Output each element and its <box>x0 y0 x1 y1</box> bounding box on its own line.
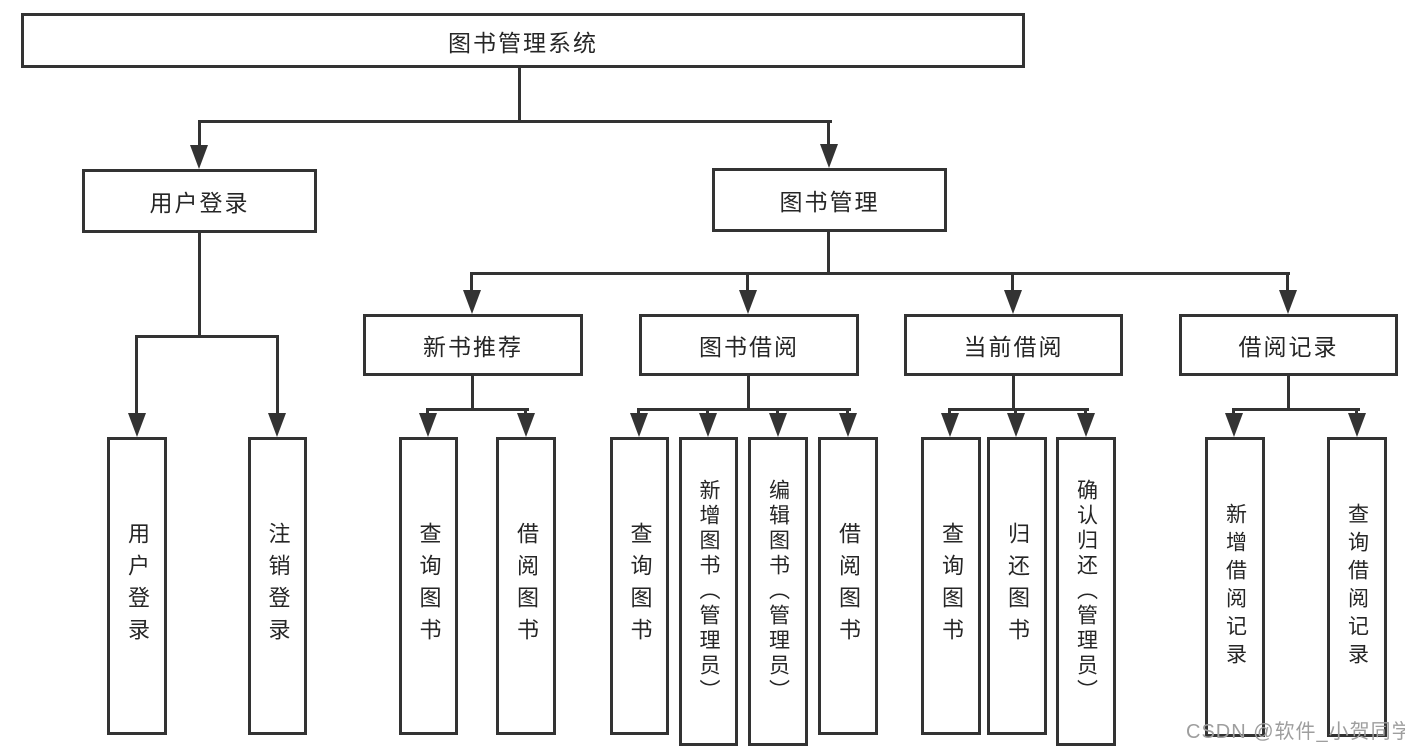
arrowhead-down-icon <box>463 290 481 314</box>
leaf-borrow-book: 借阅图书 <box>818 437 878 735</box>
node-user-login: 用户登录 <box>82 169 317 233</box>
connector-user-login-bar <box>135 335 279 338</box>
leaf-user-login-label: 用户登录 <box>125 522 150 650</box>
arrowhead-down-icon <box>739 290 757 314</box>
leaf-return-book-label: 归还图书 <box>1005 522 1030 650</box>
connector-stem-new-book-recommend <box>470 272 473 294</box>
arrowhead-down-icon <box>839 413 857 437</box>
connector-user-login-stem <box>198 233 201 335</box>
node-borrow-records: 借阅记录 <box>1179 314 1398 376</box>
arrowhead-down-icon <box>630 413 648 437</box>
connector-stem-leaf <box>1084 408 1087 416</box>
leaf-logout: 注销登录 <box>248 437 307 735</box>
node-borrow-records-label: 借阅记录 <box>1238 334 1339 360</box>
connector-stem-leaf <box>1232 408 1235 416</box>
connector-new-book-stem <box>471 376 474 408</box>
connector-current-borrow-stem <box>1012 376 1015 408</box>
connector-stem-leaf-user-login <box>135 335 138 415</box>
arrowhead-down-icon <box>517 413 535 437</box>
node-root: 图书管理系统 <box>21 13 1025 68</box>
node-book-management-label: 图书管理 <box>779 189 880 215</box>
node-current-borrow-label: 当前借阅 <box>963 334 1064 360</box>
leaf-edit-book-admin-label: 编辑图书（管理员） <box>766 479 790 704</box>
node-new-book-recommend: 新书推荐 <box>363 314 583 376</box>
arrowhead-down-icon <box>1225 413 1243 437</box>
leaf-add-book-admin-label: 新增图书（管理员） <box>697 479 720 704</box>
leaf-query-book-borrow-label: 查询图书 <box>627 522 653 650</box>
leaf-add-book-admin: 新增图书（管理员） <box>679 437 738 746</box>
connector-borrow-records-stem <box>1287 376 1290 408</box>
leaf-borrow-book-recommend: 借阅图书 <box>496 437 556 735</box>
arrowhead-down-icon <box>190 145 208 169</box>
leaf-query-book-borrow: 查询图书 <box>610 437 669 735</box>
leaf-add-borrow-record-label: 新增借阅记录 <box>1223 503 1247 671</box>
connector-stem-borrow-records <box>1286 272 1289 294</box>
leaf-add-borrow-record: 新增借阅记录 <box>1205 437 1265 737</box>
connector-new-book-bar <box>427 408 529 411</box>
arrowhead-down-icon <box>941 413 959 437</box>
node-user-login-label: 用户登录 <box>149 190 250 216</box>
arrowhead-down-icon <box>699 413 717 437</box>
connector-stem-leaf <box>776 408 779 416</box>
connector-stem-book-management <box>827 120 830 147</box>
node-current-borrow: 当前借阅 <box>904 314 1123 376</box>
connector-stem-leaf <box>1355 408 1358 416</box>
arrowhead-down-icon <box>268 413 286 437</box>
connector-current-borrow-bar <box>949 408 1089 411</box>
arrowhead-down-icon <box>1348 413 1366 437</box>
arrowhead-down-icon <box>769 413 787 437</box>
leaf-return-book: 归还图书 <box>987 437 1047 735</box>
leaf-user-login: 用户登录 <box>107 437 167 735</box>
connector-level3-bar <box>471 272 1290 275</box>
node-new-book-recommend-label: 新书推荐 <box>423 334 523 360</box>
connector-stem-leaf-logout <box>276 335 279 415</box>
arrowhead-down-icon <box>1007 413 1025 437</box>
leaf-query-book-recommend-label: 查询图书 <box>416 522 442 650</box>
connector-stem-leaf <box>1014 408 1017 416</box>
node-book-management: 图书管理 <box>712 168 947 232</box>
connector-stem-leaf <box>846 408 849 416</box>
connector-stem-leaf <box>706 408 709 416</box>
connector-borrow-records-bar <box>1233 408 1360 411</box>
leaf-confirm-return-admin: 确认归还（管理员） <box>1056 437 1116 746</box>
connector-stem-user-login <box>198 120 201 147</box>
node-root-label: 图书管理系统 <box>448 29 598 56</box>
connector-book-borrow-bar <box>638 408 851 411</box>
arrowhead-down-icon <box>419 413 437 437</box>
arrowhead-down-icon <box>128 413 146 437</box>
node-book-borrow: 图书借阅 <box>639 314 859 376</box>
arrowhead-down-icon <box>1004 290 1022 314</box>
connector-root-stem <box>518 68 521 120</box>
leaf-borrow-book-label: 借阅图书 <box>836 522 861 650</box>
leaf-edit-book-admin: 编辑图书（管理员） <box>748 437 808 746</box>
leaf-logout-label: 注销登录 <box>265 522 291 650</box>
connector-book-management-stem <box>827 232 830 272</box>
watermark: CSDN @软件_小贺同学 <box>1186 721 1405 743</box>
connector-stem-leaf <box>637 408 640 416</box>
node-book-borrow-label: 图书借阅 <box>699 334 799 360</box>
arrowhead-down-icon <box>1077 413 1095 437</box>
connector-stem-leaf <box>524 408 527 416</box>
leaf-query-book-current: 查询图书 <box>921 437 981 735</box>
arrowhead-down-icon <box>1279 290 1297 314</box>
leaf-query-borrow-record-label: 查询借阅记录 <box>1345 503 1369 671</box>
connector-stem-leaf <box>426 408 429 416</box>
leaf-confirm-return-admin-label: 确认归还（管理员） <box>1074 479 1098 704</box>
connector-stem-leaf <box>948 408 951 416</box>
connector-level2-bar <box>198 120 832 123</box>
arrowhead-down-icon <box>820 144 838 168</box>
connector-book-borrow-stem <box>747 376 750 408</box>
connector-stem-book-borrow <box>746 272 749 294</box>
connector-stem-current-borrow <box>1011 272 1014 294</box>
leaf-query-borrow-record: 查询借阅记录 <box>1327 437 1387 737</box>
leaf-query-book-recommend: 查询图书 <box>399 437 458 735</box>
leaf-borrow-book-recommend-label: 借阅图书 <box>514 522 539 650</box>
leaf-query-book-current-label: 查询图书 <box>939 522 964 650</box>
